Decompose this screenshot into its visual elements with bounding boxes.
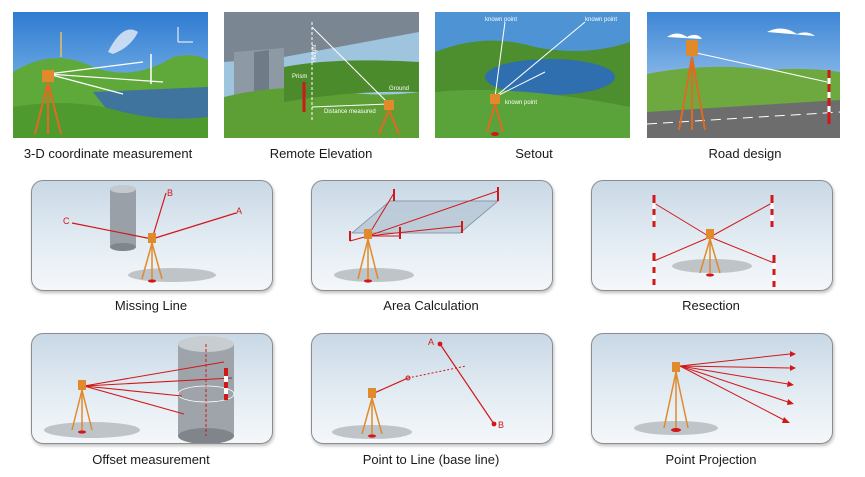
- caption-setout: Setout: [515, 146, 553, 161]
- coordinate-illustration: [13, 12, 208, 138]
- caption-offset: Offset measurement: [92, 452, 210, 467]
- point-to-line-panel: A B: [311, 333, 553, 444]
- total-station-icon: [141, 242, 163, 280]
- elevation-prism-label: Prism: [292, 74, 307, 80]
- missing-line-label-c: C: [63, 216, 70, 226]
- offset-illustration: [44, 336, 235, 443]
- caption-road: Road design: [708, 146, 782, 161]
- point-projection-illustration: [634, 351, 796, 435]
- road-illustration: [647, 12, 840, 138]
- point-to-line-label-a: A: [428, 337, 434, 347]
- missing-line-panel: C B A: [31, 180, 273, 291]
- resection-panel: [591, 180, 833, 291]
- point-projection-panel: [591, 333, 833, 444]
- setout-known-point-2: known point: [585, 17, 617, 23]
- caption-missing-line: Missing Line: [114, 298, 188, 313]
- elevation-illustration: Height Ground Distance measured Prism: [224, 12, 419, 138]
- caption-elevation: Remote Elevation: [269, 146, 373, 161]
- setout-scene: known point known point known point: [435, 12, 630, 138]
- missing-line-label-a: A: [236, 206, 242, 216]
- area-calculation-panel: [311, 180, 553, 291]
- missing-line-label-b: B: [167, 188, 173, 198]
- caption-point-line: Point to Line (base line): [362, 452, 500, 467]
- elevation-ground-label: Ground: [389, 86, 409, 92]
- setout-known-point-3: known point: [505, 100, 537, 106]
- point-to-line-label-b: B: [498, 420, 504, 430]
- point-to-line-illustration: A B: [332, 337, 504, 439]
- total-station-icon: [34, 81, 62, 135]
- caption-resection: Resection: [682, 298, 740, 313]
- caption-area: Area Calculation: [383, 298, 479, 313]
- resection-illustration: [652, 195, 776, 287]
- offset-panel: [31, 333, 273, 444]
- missing-line-illustration: C B A: [63, 185, 242, 283]
- setout-known-point-1: known point: [485, 17, 517, 23]
- road-scene: [647, 12, 840, 138]
- elevation-scene: Height Ground Distance measured Prism: [224, 12, 419, 138]
- coordinate-scene: [13, 12, 208, 138]
- setout-illustration: known point known point known point: [435, 12, 630, 138]
- elevation-height-label: Height: [312, 44, 318, 62]
- caption-coordinate: 3-D coordinate measurement: [23, 146, 193, 161]
- elevation-distance-label: Distance measured: [324, 109, 376, 115]
- caption-projection: Point Projection: [665, 452, 757, 467]
- area-calculation-illustration: [334, 187, 500, 283]
